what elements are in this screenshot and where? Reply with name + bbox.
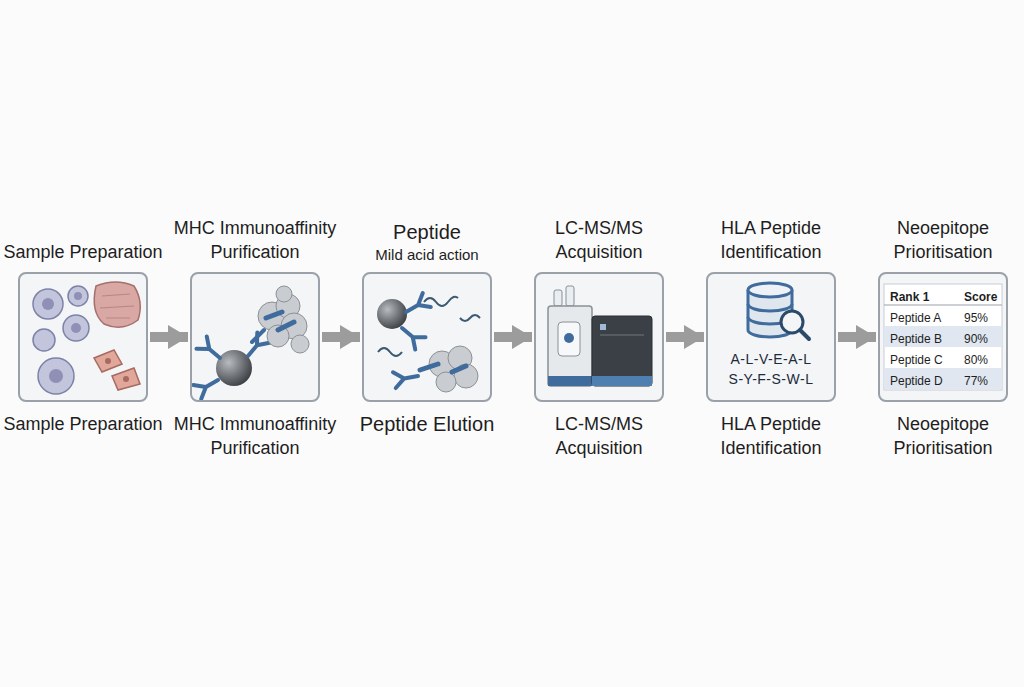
step-label: MHC Immunoaffinity Purification <box>169 412 341 460</box>
step-label: Sample Preparation <box>3 412 162 436</box>
step-label: LC-MS/MS Acquisition <box>513 412 685 460</box>
database-illustration <box>748 283 809 339</box>
flow-arrow <box>838 332 876 342</box>
flow-arrow <box>322 332 360 342</box>
score-table-ground <box>884 284 1002 390</box>
cells-illustration <box>33 282 140 394</box>
table-cell: Rank 1 <box>890 287 929 307</box>
step-label: HLA Peptide Identification <box>685 412 857 460</box>
process-box: MHC Immunoaffinity PurificationMHC Immun… <box>190 272 320 402</box>
flow-arrow <box>494 332 532 342</box>
table-cell: 77% <box>964 371 988 391</box>
table-cell: Score <box>964 287 997 307</box>
table-cell: Peptide D <box>890 371 943 391</box>
table-cell: Peptide A <box>890 308 941 328</box>
table-cell: 90% <box>964 329 988 349</box>
step-subheading: Mild acid action <box>375 246 478 264</box>
step-heading: Sample Preparation <box>3 240 162 264</box>
table-cell: Peptide B <box>890 329 942 349</box>
flow-arrow <box>666 332 704 342</box>
step-label: Neoepitope Prioritisation <box>857 412 1024 460</box>
step-heading: Neoepitope Prioritisation <box>857 216 1024 264</box>
process-box: HLA Peptide IdentificationHLA Peptide Id… <box>706 272 836 402</box>
table-cell: 95% <box>964 308 988 328</box>
step-heading: Peptide <box>393 220 461 244</box>
step-heading: LC-MS/MS Acquisition <box>513 216 685 264</box>
elution-illustration <box>377 293 480 392</box>
peptide-sequence: A-L-V-E-A-L <box>708 350 834 368</box>
peptide-sequence: S-Y-F-S-W-L <box>708 370 834 388</box>
immunoaffinity-illustration <box>193 286 309 399</box>
step-heading: MHC Immunoaffinity Purification <box>169 216 341 264</box>
process-box: LC-MS/MS AcquisitionLC-MS/MS Acquisition <box>534 272 664 402</box>
process-box: Neoepitope PrioritisationNeoepitope Prio… <box>878 272 1008 402</box>
table-cell: Peptide C <box>890 350 943 370</box>
mass-spectrometer-illustration <box>548 286 652 386</box>
flow-arrow <box>150 332 188 342</box>
step-label: Peptide Elution <box>360 412 495 436</box>
box-grounds <box>18 272 1008 402</box>
step-heading: HLA Peptide Identification <box>685 216 857 264</box>
process-box: PeptideMild acid actionPeptide Elution <box>362 272 492 402</box>
process-box: Sample PreparationSample Preparation <box>18 272 148 402</box>
table-cell: 80% <box>964 350 988 370</box>
